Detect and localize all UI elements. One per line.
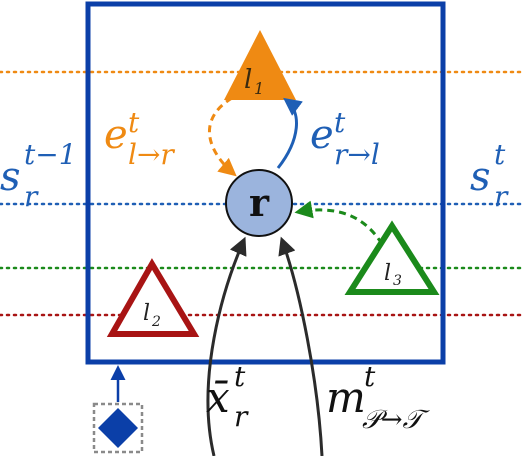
s-prev-sub: r	[24, 180, 39, 213]
edge-l3-to-r-arrow	[294, 200, 384, 245]
e-l-r-label: e	[104, 112, 128, 158]
m-label: m	[326, 373, 366, 422]
e-r-l-label: e	[310, 112, 334, 158]
s-prev-label: s	[0, 154, 21, 200]
edge-l-to-r-arrow	[207, 96, 237, 177]
e-l-r-sup: t	[128, 106, 140, 139]
l3-label: l	[384, 261, 391, 286]
s-cur-label: s	[470, 154, 491, 200]
e-r-l-sup: t	[334, 106, 346, 139]
m-input-arrow	[278, 236, 324, 456]
landmark-l1-triangle-icon	[224, 30, 296, 100]
edge-r-to-l-arrow	[276, 97, 303, 169]
l2-sub: 2	[151, 314, 161, 330]
landmark-l3-triangle-icon	[344, 220, 440, 295]
landmark-l2-triangle-icon	[106, 258, 200, 337]
m-sup: t	[364, 360, 376, 393]
x-bar-sup: t	[234, 360, 246, 393]
s-prev-sup: t−1	[24, 138, 77, 171]
l2-label: l	[143, 301, 150, 326]
l3-sub: 3	[393, 273, 402, 289]
node-r-label: r	[249, 180, 270, 225]
region-frame	[85, 1, 446, 365]
m-sub: 𝒫→𝒯	[362, 405, 431, 435]
root-box	[92, 402, 144, 454]
s-cur-sub: r	[494, 180, 509, 213]
l1-sub: 1	[254, 79, 264, 98]
x-bar-input-arrow	[206, 236, 247, 456]
x-bar-sub: r	[234, 400, 249, 433]
s-cur-sup: t	[494, 138, 506, 171]
node-r	[225, 169, 293, 237]
e-r-l-sub: r→l	[334, 138, 380, 171]
x-bar-label: x̄	[206, 373, 230, 422]
e-l-r-sub: l→r	[128, 138, 175, 171]
root-diamond-icon	[98, 408, 138, 448]
l1-label: l	[244, 65, 252, 95]
